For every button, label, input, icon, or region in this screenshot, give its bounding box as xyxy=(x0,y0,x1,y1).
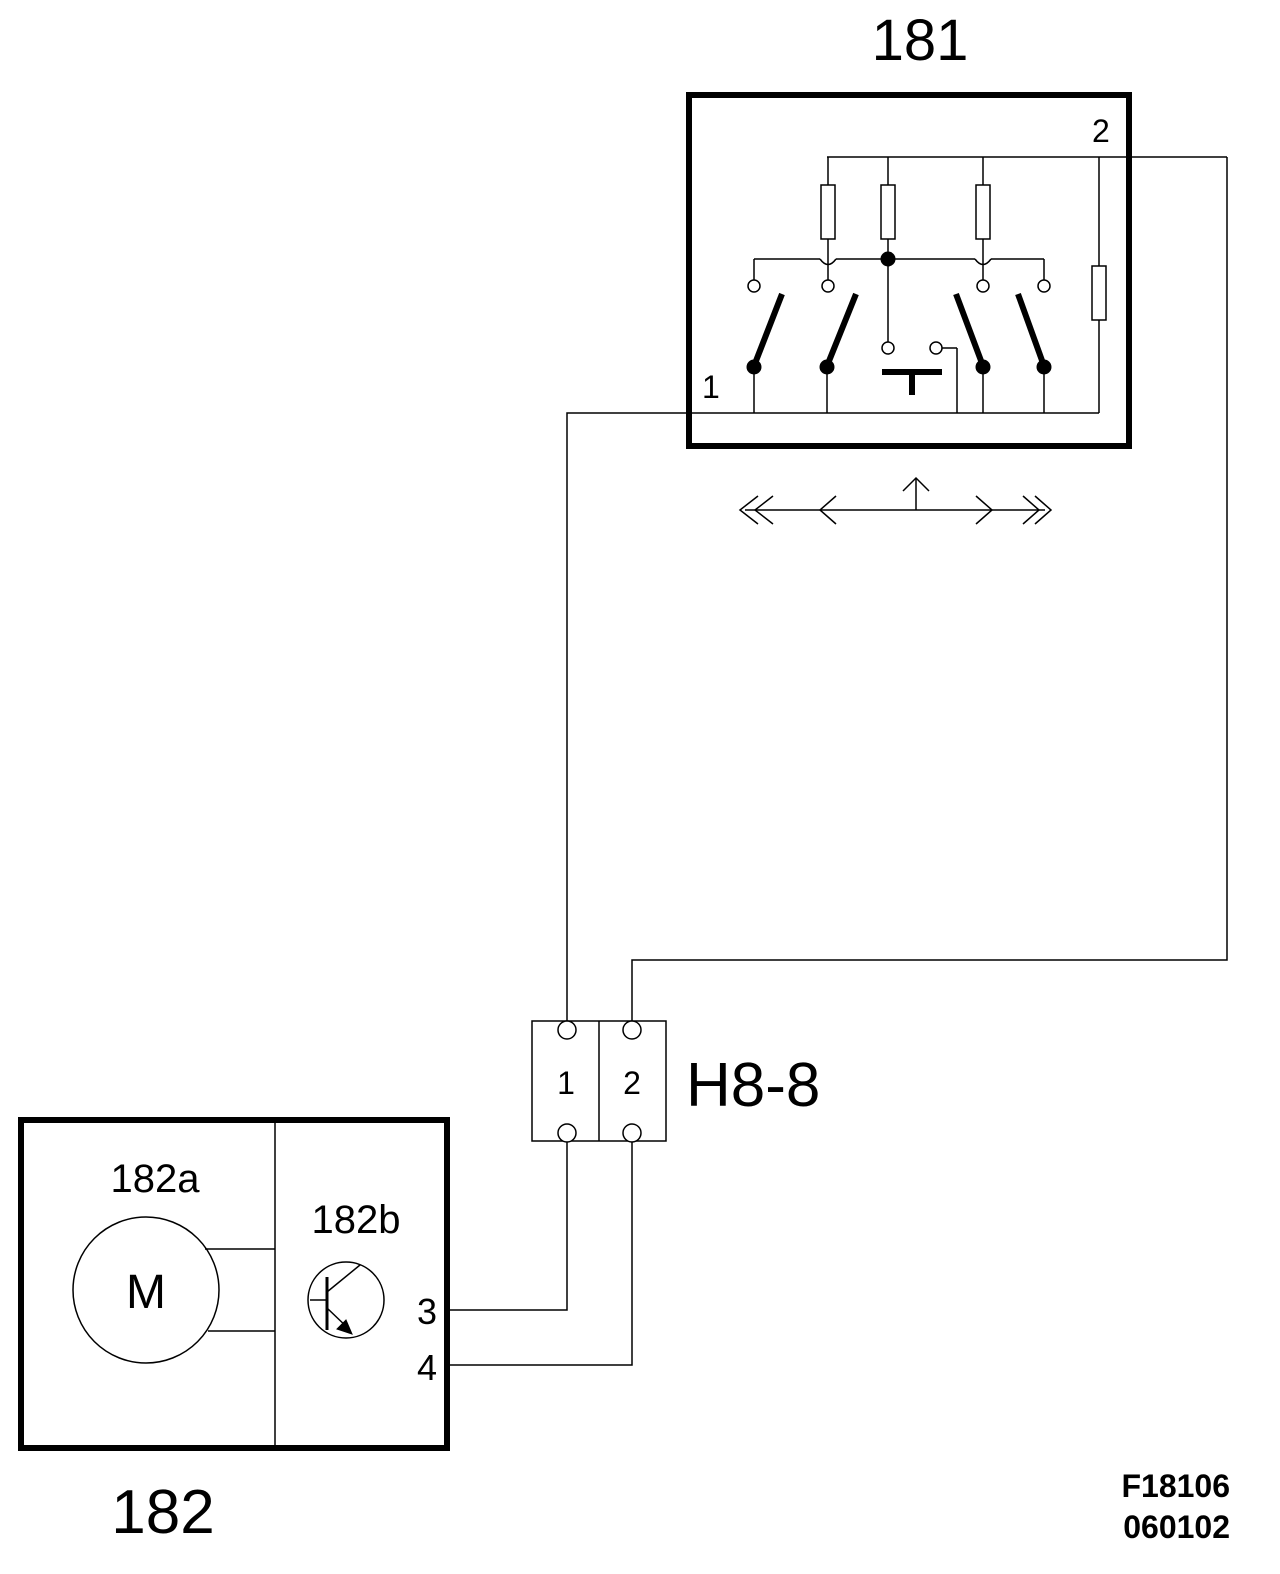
sensor-182b-label: 182b xyxy=(312,1198,401,1242)
resistor-2 xyxy=(880,184,896,240)
connector-pin1-label: 1 xyxy=(557,1065,575,1101)
contact-ring xyxy=(821,279,835,293)
contact-ring xyxy=(747,279,761,293)
wire-182-pin3 xyxy=(448,1140,568,1311)
connector-pin2-label: 2 xyxy=(623,1065,641,1101)
connector-terminal xyxy=(557,1123,577,1143)
direction-indicator xyxy=(738,476,1053,525)
resistor-3 xyxy=(975,184,991,240)
connector-terminal xyxy=(622,1123,642,1143)
component-182-pin4-label: 4 xyxy=(417,1347,437,1388)
figure-date: 060102 xyxy=(1123,1509,1230,1545)
transistor-icon xyxy=(307,1261,385,1339)
motor-m-letter: M xyxy=(126,1266,166,1319)
wire-181-pin2 xyxy=(631,157,1228,1028)
component-181-pin2-label: 2 xyxy=(1092,113,1110,149)
contact-ring xyxy=(976,279,990,293)
connector-terminal xyxy=(622,1020,642,1040)
component-182: 182a M 182b 3 4 182 xyxy=(18,1117,450,1547)
contact-ring xyxy=(1037,279,1051,293)
connector-h8-8: 1 2 H8-8 xyxy=(531,1020,820,1143)
wiring xyxy=(448,157,1228,1366)
switch-lever xyxy=(953,292,986,368)
connector-label: H8-8 xyxy=(686,1051,820,1120)
component-182-pin3-label: 3 xyxy=(417,1291,437,1332)
component-181-label: 181 xyxy=(872,8,969,73)
component-182-box xyxy=(18,1117,450,1451)
motor-182a-label: 182a xyxy=(111,1157,201,1201)
figure-code: F18106 xyxy=(1121,1468,1230,1504)
wire-182-pin4 xyxy=(448,1140,633,1366)
switch-lever xyxy=(1015,292,1047,368)
component-181-pin1-label: 1 xyxy=(702,369,720,405)
figure-reference: F18106 060102 xyxy=(1121,1468,1230,1545)
contact-ring xyxy=(929,341,943,355)
component-181-box xyxy=(686,92,1132,449)
connector-terminal xyxy=(557,1020,577,1040)
resistor-4 xyxy=(1091,265,1107,321)
resistor-1 xyxy=(820,184,836,240)
switch-lever xyxy=(751,292,785,368)
component-182-label: 182 xyxy=(111,1478,214,1547)
wire-181-pin1 xyxy=(566,412,689,1028)
motor-symbol xyxy=(72,1216,220,1364)
component-181: 181 1 2 xyxy=(686,8,1227,449)
switch-lever xyxy=(824,292,859,368)
contact-ring xyxy=(881,341,895,355)
